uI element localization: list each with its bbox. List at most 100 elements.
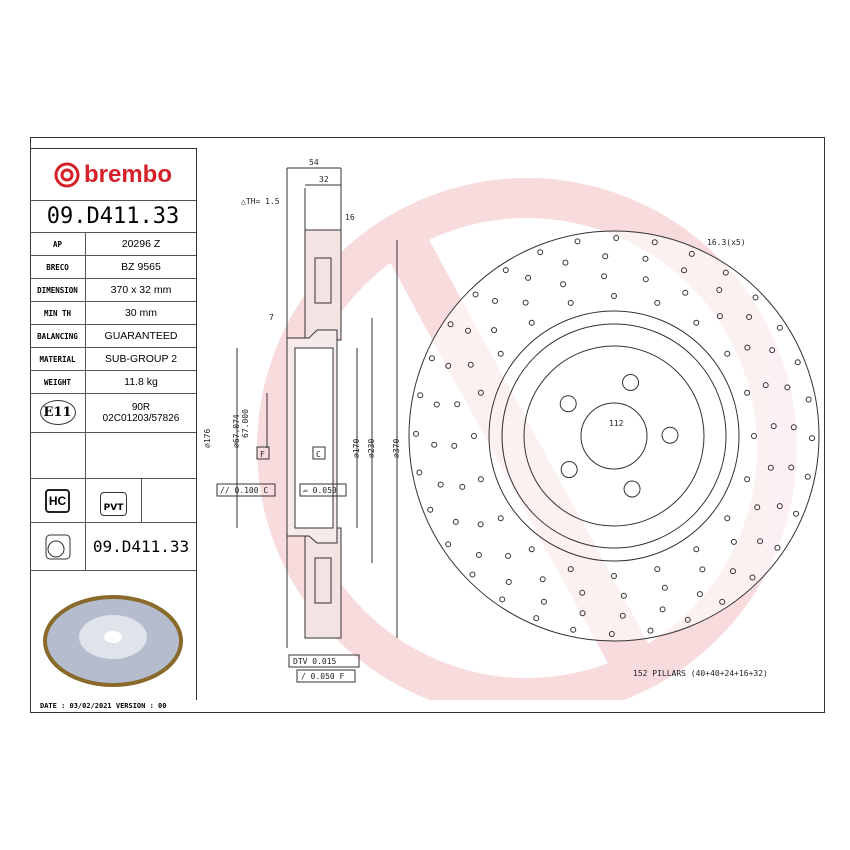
spec-value: GUARANTEED	[104, 330, 178, 342]
drill-hole	[540, 598, 547, 605]
drill-hole	[688, 250, 695, 257]
hc-badge: HC	[44, 488, 71, 513]
drill-hole	[574, 238, 581, 245]
drill-hole	[445, 362, 452, 369]
drill-hole	[522, 299, 529, 306]
drill-hole	[570, 626, 577, 633]
drill-hole	[505, 552, 512, 559]
drill-hole	[729, 568, 736, 575]
drill-hole	[451, 442, 458, 449]
spec-label: MATERIAL	[30, 348, 86, 370]
drill-hole	[751, 433, 757, 439]
dim-54: 54	[309, 158, 319, 167]
drill-hole	[477, 476, 484, 483]
drill-hole	[525, 274, 532, 281]
dim-230: ⌀230	[367, 439, 376, 458]
drill-hole	[654, 299, 661, 306]
drill-hole	[684, 616, 691, 623]
drill-hole	[754, 504, 761, 511]
bolt-hole	[559, 395, 577, 413]
brembo-logo-icon	[54, 162, 80, 187]
drill-hole	[611, 293, 617, 299]
drill-hole	[651, 239, 658, 246]
drill-hole	[804, 473, 811, 480]
datum-f: F	[260, 450, 265, 459]
dtv-tolerance: DTV 0.015	[293, 657, 337, 666]
empty-row	[30, 433, 196, 479]
drill-hole	[539, 576, 546, 583]
approval-number: 02C01203/57826	[102, 412, 180, 424]
drill-hole	[469, 571, 476, 578]
drill-hole	[769, 347, 776, 354]
drill-hole	[416, 469, 423, 476]
spec-value: 11.8 kg	[124, 376, 158, 388]
drill-hole	[602, 253, 609, 260]
drill-hole	[774, 544, 781, 551]
pvt-badge: PVT	[99, 492, 128, 516]
drill-hole	[579, 610, 586, 617]
bolt-hole	[661, 426, 679, 444]
drill-hole	[537, 249, 544, 256]
drill-hole	[427, 506, 434, 513]
drill-hole	[699, 566, 706, 573]
drill-hole	[431, 441, 438, 448]
drill-hole	[528, 546, 535, 553]
part-number-bottom: 09.D411.33	[92, 537, 190, 556]
badges-row: HC PVT	[30, 479, 196, 523]
dim-176: ⌀176	[203, 429, 212, 448]
date-version: DATE : 03/02/2021 VERSION : 00	[40, 702, 167, 710]
drill-hole	[724, 350, 731, 357]
drill-hole	[661, 584, 668, 591]
spec-value: 30 mm	[124, 307, 158, 319]
drill-hole	[601, 273, 608, 280]
drill-hole	[724, 515, 731, 522]
drill-hole	[528, 319, 535, 326]
drill-hole	[722, 269, 729, 276]
dim-67-min: 67.000	[241, 409, 250, 438]
drill-hole	[533, 615, 540, 622]
drill-hole	[762, 382, 769, 389]
drill-hole	[505, 579, 512, 586]
bolt-hole	[623, 480, 641, 498]
drill-hole	[417, 392, 424, 399]
dim-32: 32	[319, 175, 329, 184]
datum-c: C	[316, 450, 321, 459]
part-number: 09.D411.33	[46, 204, 180, 229]
spec-value: 20296 Z	[121, 238, 161, 250]
spec-value: BZ 9565	[121, 261, 161, 273]
drill-hole	[770, 423, 777, 430]
drill-hole	[749, 574, 756, 581]
spec-label: WEIGHT	[30, 371, 86, 393]
drill-hole	[642, 276, 649, 283]
drill-hole	[767, 464, 774, 471]
drill-hole	[744, 344, 751, 351]
spec-value: 370 x 32 mm	[110, 284, 172, 296]
dim-7: 7	[269, 313, 274, 322]
bolt-hole	[560, 461, 578, 479]
drill-hole	[682, 289, 689, 296]
drill-hole	[693, 319, 700, 326]
brembo-logo: brembo	[30, 161, 196, 189]
dim-16: 16	[345, 213, 355, 222]
drill-hole	[454, 401, 461, 408]
drill-hole	[608, 630, 615, 637]
dim-170: ⌀170	[352, 439, 361, 458]
drill-hole	[808, 435, 815, 442]
drill-hole	[445, 541, 452, 548]
logo-row: brembo	[30, 149, 196, 201]
drill-hole	[452, 518, 459, 525]
drill-hole	[428, 355, 435, 362]
spec-row: WEIGHT 11.8 kg	[30, 371, 196, 394]
drill-hole	[744, 389, 751, 396]
drill-hole	[776, 324, 783, 331]
pcd-label: 112	[609, 419, 624, 428]
drill-hole	[472, 291, 479, 298]
bolt-hole	[622, 374, 640, 392]
drill-hole	[659, 606, 666, 613]
drill-hole	[492, 297, 499, 304]
drill-hole	[502, 267, 509, 274]
